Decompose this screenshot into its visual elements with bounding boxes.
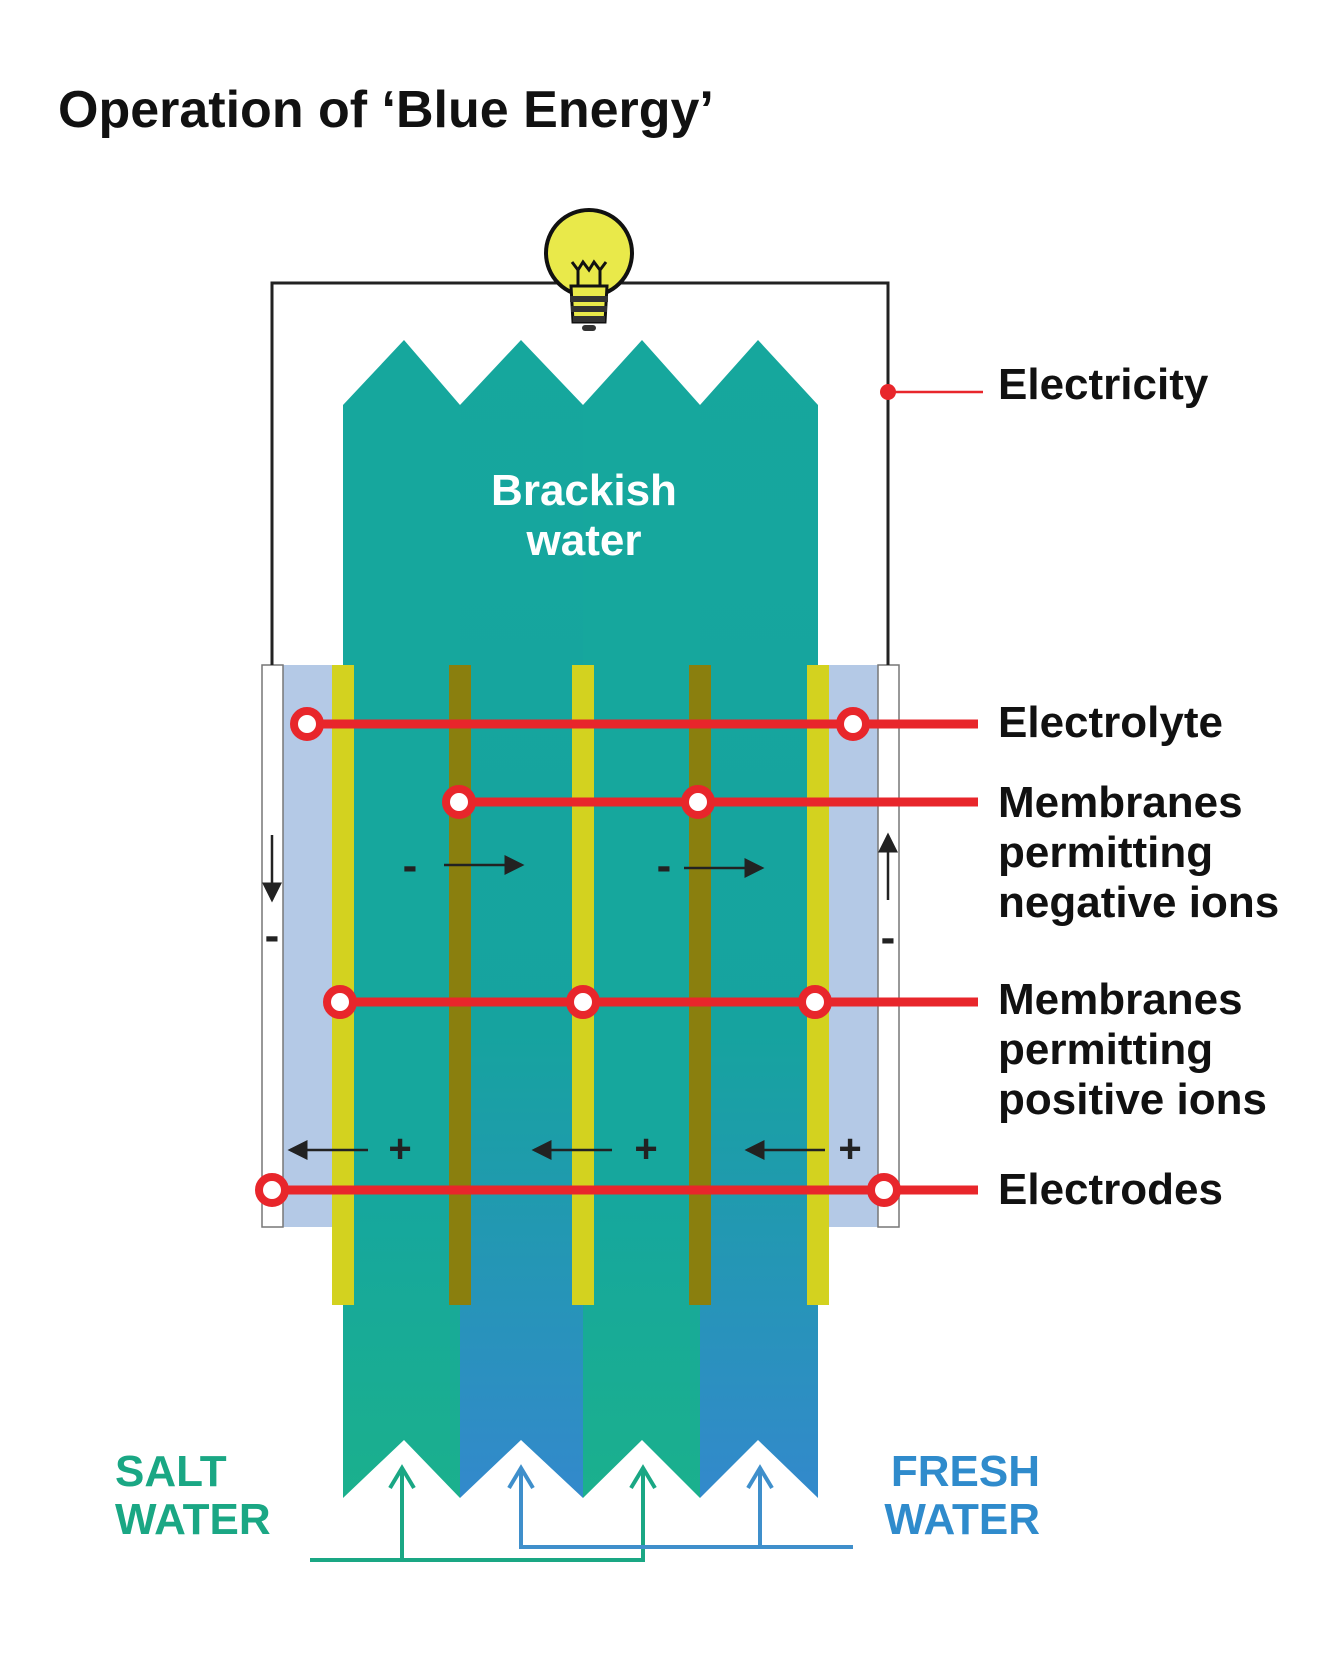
callout-marker xyxy=(566,985,600,1019)
callout-marker xyxy=(681,785,715,819)
membrane-negative xyxy=(449,665,471,1305)
fresh-water-inflow xyxy=(507,1464,853,1549)
electricity-label: Electricity xyxy=(998,360,1209,409)
callout-marker xyxy=(442,785,476,819)
membranes-positive-label: Membranes permitting positive ions xyxy=(998,975,1267,1125)
light-bulb-icon xyxy=(544,208,634,331)
positive-sign: + xyxy=(838,1127,861,1171)
membrane-positive xyxy=(332,665,354,1305)
fresh-water-channel xyxy=(460,340,583,1498)
callout-marker xyxy=(255,1173,289,1207)
negative-sign: - xyxy=(403,841,418,890)
salt-water-line: SALT xyxy=(115,1447,227,1496)
electrodes-label: Electrodes xyxy=(998,1165,1223,1214)
fresh-water-line: WATER xyxy=(884,1495,1040,1544)
negative-sign: - xyxy=(881,913,896,962)
water-channels xyxy=(343,340,818,1498)
membrane-positive xyxy=(807,665,829,1305)
negative-sign: - xyxy=(657,841,672,890)
diagram-title: Operation of ‘Blue Energy’ xyxy=(58,81,714,139)
salt-water-label: SALT WATER xyxy=(115,1448,271,1544)
electrolyte-label: Electrolyte xyxy=(998,698,1223,747)
salt-water-inflow xyxy=(310,1464,657,1562)
positive-sign: + xyxy=(634,1127,657,1171)
fresh-water-label: FRESH WATER xyxy=(880,1448,1040,1544)
label-line: permitting xyxy=(998,828,1214,877)
fresh-water-channel xyxy=(700,340,818,1498)
callout-marker xyxy=(323,985,357,1019)
brackish-water-label: Brackish water xyxy=(484,466,684,566)
label-line: positive ions xyxy=(998,1075,1267,1124)
label-line: Membranes xyxy=(998,975,1243,1024)
salt-water-channel xyxy=(583,340,700,1498)
label-line: Membranes xyxy=(998,778,1243,827)
membranes xyxy=(332,665,829,1305)
fresh-water-line: FRESH xyxy=(890,1447,1040,1496)
callout-marker xyxy=(798,985,832,1019)
negative-sign: - xyxy=(265,911,280,960)
salt-water-channel xyxy=(343,340,460,1498)
membrane-negative xyxy=(689,665,711,1305)
positive-sign: + xyxy=(388,1127,411,1171)
callouts xyxy=(255,384,983,1207)
salt-water-line: WATER xyxy=(115,1495,271,1544)
brackish-water-line: Brackish xyxy=(491,466,677,515)
label-line: negative ions xyxy=(998,878,1280,927)
callout-marker xyxy=(836,707,870,741)
brackish-water-line: water xyxy=(526,516,642,565)
callout-marker xyxy=(290,707,324,741)
membranes-negative-label: Membranes permitting negative ions xyxy=(998,778,1279,928)
label-line: permitting xyxy=(998,1025,1214,1074)
electricity-callout-dot xyxy=(880,384,896,400)
callout-marker xyxy=(867,1173,901,1207)
